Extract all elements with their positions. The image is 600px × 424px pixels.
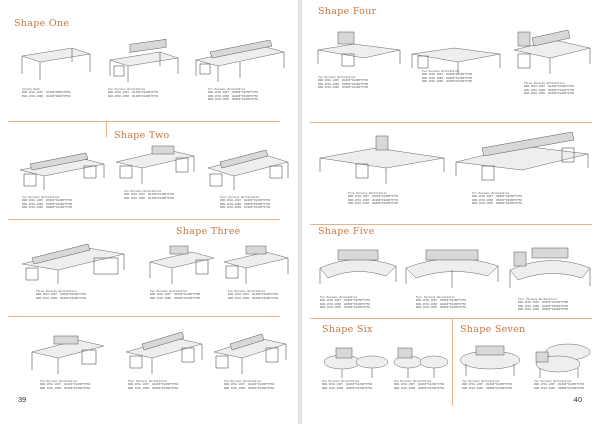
spec-block: Two Persons Workstation WSB-1P16-1007 W1… bbox=[124, 189, 175, 200]
two-person-oval-desk-drawing bbox=[459, 345, 521, 376]
spec-block: Two Persons Workstation WSB-1P16-1007 W2… bbox=[462, 379, 513, 390]
book-gutter bbox=[298, 0, 302, 424]
three-person-l-desk-drawing bbox=[21, 243, 125, 284]
spec-block: Two Persons Workstation WSB-1P16-1007 W1… bbox=[108, 87, 159, 98]
two-person-corner-desk-drawing bbox=[31, 335, 105, 374]
spec-block: Six Persons Workstation WSB-1P16-1007 W3… bbox=[208, 87, 259, 102]
four-person-corner-desk-drawing bbox=[125, 331, 203, 374]
spec-block: Two Persons Workstation WSB-1P16-1007 W2… bbox=[320, 295, 371, 310]
spec-block: Two Persons Workstation WSB-1P16-1007 W2… bbox=[322, 379, 373, 390]
two-person-angled-desk-drawing bbox=[317, 31, 401, 67]
spec-block: Four Persons Workstation WSB-1P16-1007 W… bbox=[128, 379, 179, 390]
spec-block: Three Persons Workstation WSB-1P16-1007 … bbox=[36, 289, 87, 300]
spec-block: Single Desk WSB-1P16-1007 W1200*D600*H75… bbox=[22, 87, 71, 98]
six-person-cluster-drawing bbox=[19, 152, 105, 190]
shape-one-heading: Shape One bbox=[14, 18, 70, 29]
four-person-curved-desk-drawing bbox=[509, 247, 591, 288]
section-divider bbox=[310, 224, 592, 225]
four-person-curved-desk-drawing bbox=[405, 249, 499, 288]
section-divider bbox=[8, 219, 280, 220]
shape-six-heading: Shape Six bbox=[322, 324, 373, 335]
spec-block: Two Persons Workstation WSB-1P16-1007 W2… bbox=[318, 75, 369, 90]
spec-block: Five Persons Workstation WSB-1P16-1007 W… bbox=[348, 191, 399, 206]
section-divider bbox=[106, 121, 107, 137]
two-person-round-desk-drawing bbox=[323, 347, 389, 378]
two-person-l-desk-drawing bbox=[149, 245, 215, 284]
spec-block: Two Persons Workstation WSB-1P16-1007 W2… bbox=[534, 379, 585, 390]
two-person-l-desk-drawing bbox=[223, 245, 289, 284]
two-person-corner-desk-drawing bbox=[213, 333, 287, 374]
four-person-cluster-drawing bbox=[207, 149, 289, 190]
section-divider bbox=[310, 318, 592, 319]
spec-block: Six Persons Workstation WSB-1P16-1007 W3… bbox=[22, 195, 73, 210]
shape-two-heading: Shape Two bbox=[114, 130, 170, 141]
shape-three-heading: Shape Three bbox=[176, 226, 241, 237]
shape-seven-heading: Shape Seven bbox=[460, 324, 526, 335]
spec-block: Two Persons Workstation WSB-1P16-1007 W1… bbox=[40, 379, 91, 390]
spec-block: Four Persons Workstation WSB-1P16-1007 W… bbox=[416, 295, 467, 310]
spec-block: Two Persons Workstation WSB-1P16-1007 W1… bbox=[228, 289, 279, 300]
six-person-desk-drawing bbox=[195, 39, 285, 82]
right-page: Shape Four Two Persons Workstation WSB-1… bbox=[302, 0, 600, 424]
shape-four-heading: Shape Four bbox=[318, 6, 377, 17]
spec-block: Four Persons Workstation WSB-1P16-1007 W… bbox=[518, 297, 569, 312]
section-divider bbox=[8, 316, 280, 317]
spec-block: Three Persons Workstation WSB-1P16-1007 … bbox=[524, 81, 575, 96]
single-desk-drawing bbox=[21, 47, 91, 80]
spec-block: Two Persons Workstation WSB-1P16-1007 W2… bbox=[394, 379, 445, 390]
page-number: 39 bbox=[18, 395, 27, 404]
spec-block: Two Persons Workstation WSB-1P16-1007 W1… bbox=[150, 289, 201, 300]
shape-five-heading: Shape Five bbox=[318, 226, 375, 237]
three-person-angled-desk-drawing bbox=[513, 29, 591, 74]
spec-block: Six Persons Workstation WSB-1P16-1007 W4… bbox=[472, 191, 523, 206]
five-person-angled-desk-drawing bbox=[319, 135, 445, 184]
two-person-angled-desk-drawing bbox=[411, 47, 501, 74]
section-divider bbox=[452, 318, 453, 406]
left-page: Shape One Single Desk WSB-1P16-1007 W120… bbox=[0, 0, 298, 424]
page-number: 40 bbox=[573, 395, 582, 404]
spec-block: Two Persons Workstation WSB-1P16-1007 W2… bbox=[422, 69, 473, 84]
spec-block: Two Persons Workstation WSB-1P16-1007 W1… bbox=[224, 379, 275, 390]
section-divider bbox=[8, 121, 280, 122]
two-person-round-desk-drawing bbox=[393, 347, 449, 378]
section-divider bbox=[310, 122, 592, 123]
spec-block: Four Persons Workstation WSB-1P16-1007 W… bbox=[220, 195, 271, 210]
two-person-desk-drawing bbox=[109, 39, 179, 82]
two-person-cluster-drawing bbox=[115, 145, 195, 184]
two-person-curved-desk-drawing bbox=[319, 249, 397, 284]
six-person-angled-desk-drawing bbox=[455, 131, 589, 181]
two-person-oval-desk-drawing bbox=[535, 343, 591, 378]
